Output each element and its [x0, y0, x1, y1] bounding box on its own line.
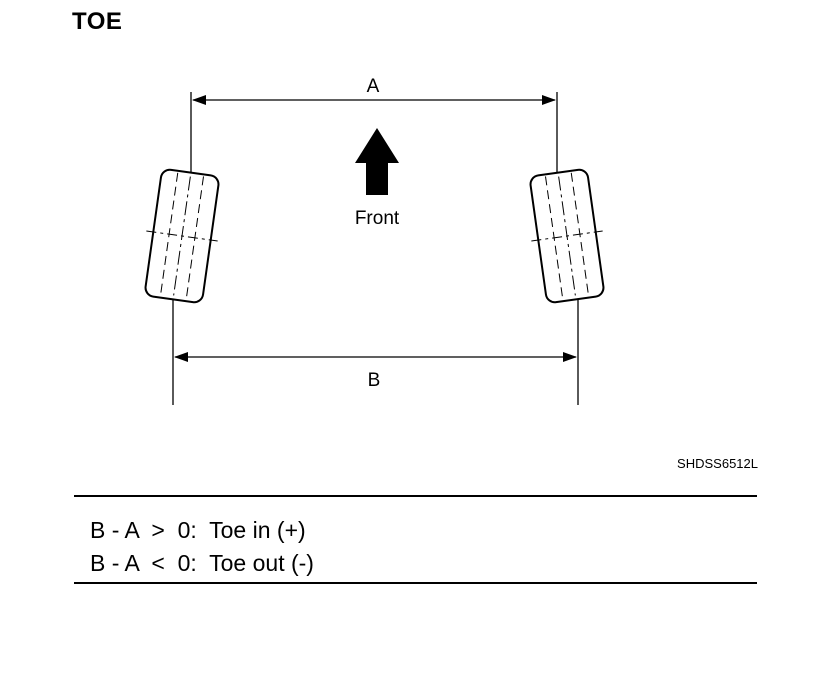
front-arrow-icon	[355, 128, 399, 195]
figure-code: SHDSS6512L	[677, 456, 758, 471]
legend-row-toe-in: B - A > 0: Toe in (+)	[90, 514, 314, 547]
toe-legend: B - A > 0: Toe in (+) B - A < 0: Toe out…	[90, 514, 314, 580]
front-label: Front	[355, 208, 400, 229]
dimension-label-b: B	[368, 370, 381, 391]
divider-bottom	[74, 582, 757, 584]
legend-meaning: Toe out (-)	[209, 550, 314, 576]
divider-top	[74, 495, 757, 497]
legend-expression: B - A < 0:	[90, 550, 197, 576]
page-title: TOE	[72, 8, 123, 35]
right-wheel	[529, 168, 605, 304]
legend-row-toe-out: B - A < 0: Toe out (-)	[90, 547, 314, 580]
legend-expression: B - A > 0:	[90, 517, 197, 543]
left-wheel	[144, 168, 220, 304]
dimension-label-a: A	[367, 76, 380, 97]
legend-meaning: Toe in (+)	[209, 517, 306, 543]
